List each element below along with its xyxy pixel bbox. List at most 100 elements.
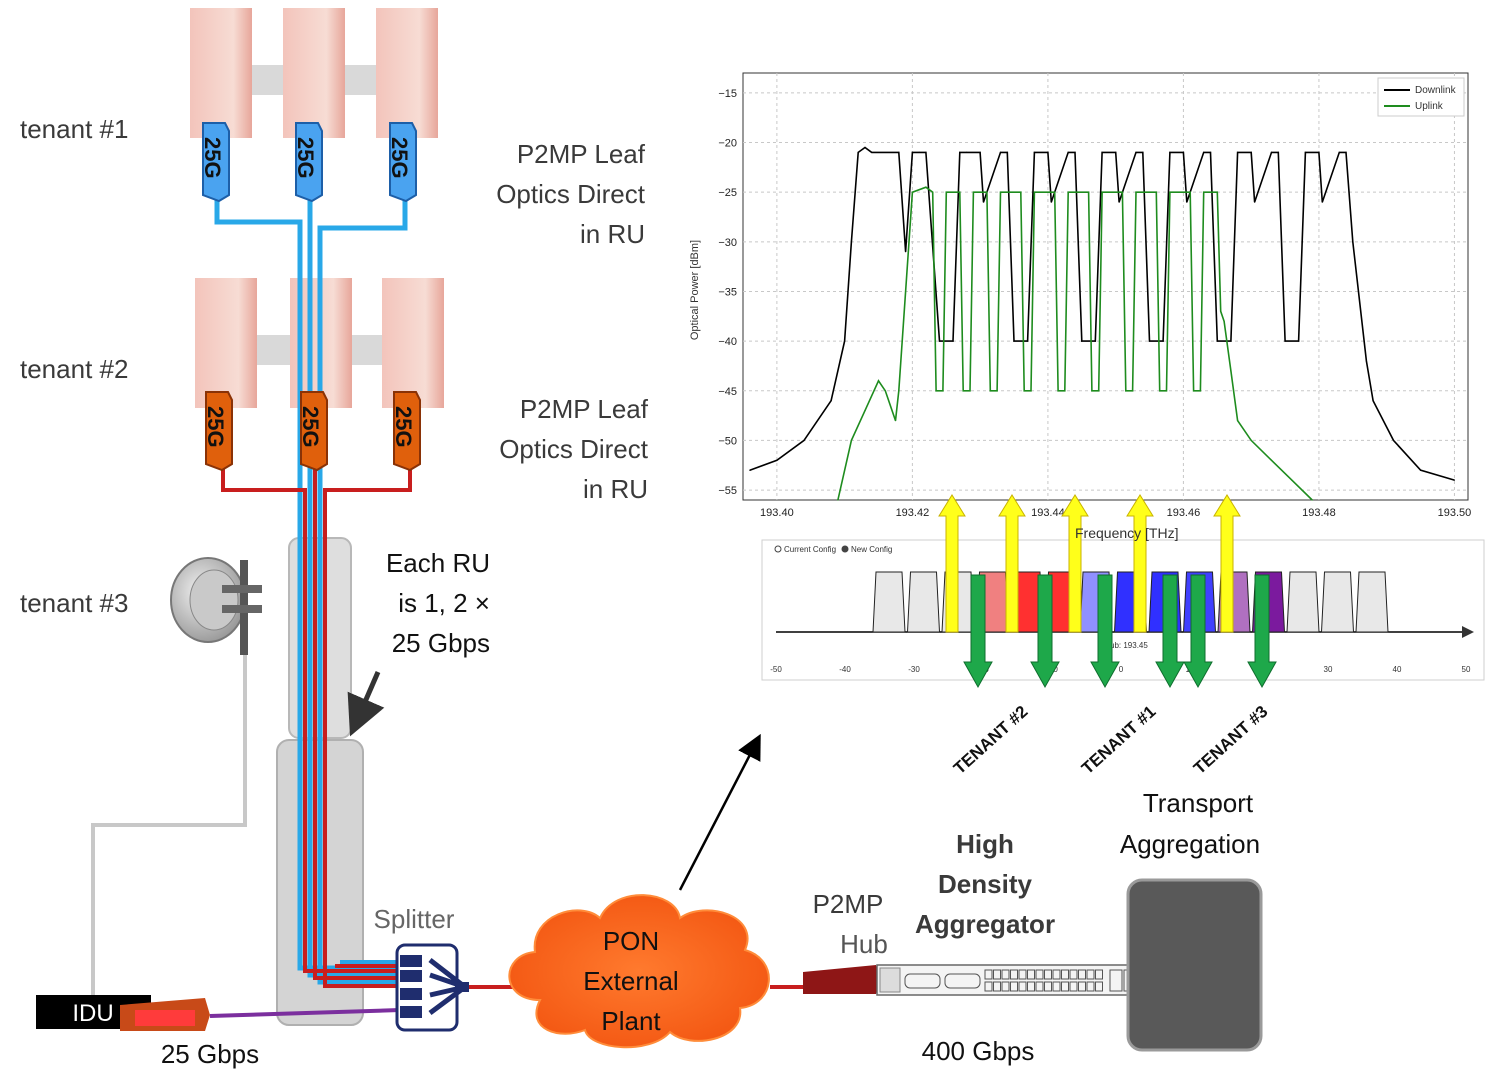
data-point [1033, 191, 1035, 193]
data-point [1345, 151, 1347, 153]
channel-slot [1286, 571, 1320, 633]
uplink-arrow [1126, 494, 1154, 633]
y-tick-label: −50 [718, 435, 737, 447]
data-point [932, 191, 934, 193]
tenant1-radio-units [190, 8, 438, 138]
data-point [1006, 151, 1008, 153]
leaf-label-2b: Optics Direct [499, 434, 649, 464]
uplink-arrow [998, 494, 1026, 633]
data-point [966, 151, 968, 153]
data-point [911, 151, 914, 153]
data-point [1392, 439, 1395, 441]
data-point [1081, 340, 1083, 342]
optic-label: 25G [293, 137, 318, 179]
data-point [1230, 340, 1232, 342]
data-point [1033, 151, 1035, 153]
series-line-uplink [837, 186, 1313, 501]
pon-label-2: External [583, 966, 678, 996]
data-point [1091, 390, 1093, 392]
downlink-arrow [1155, 574, 1185, 689]
data-point [1132, 390, 1134, 392]
x-tick-label: 193.42 [896, 507, 930, 519]
data-point [1064, 390, 1066, 392]
optic-label: 25G [298, 406, 323, 448]
data-point [999, 151, 1002, 153]
data-point [962, 390, 964, 392]
data-point [1155, 191, 1157, 193]
data-point [1067, 151, 1069, 153]
y-tick-label: −20 [718, 138, 737, 150]
data-point [1067, 191, 1069, 193]
y-tick-label: −15 [718, 88, 737, 100]
optic-25g-t2-2: 25G [298, 391, 328, 472]
x-tick-label: 193.46 [1167, 507, 1201, 519]
data-point [1365, 360, 1367, 362]
optic-label: 25G [203, 406, 228, 448]
strip-tick: 0 [1119, 665, 1124, 674]
data-point [850, 439, 853, 441]
data-point [959, 191, 961, 193]
legend-downlink: Downlink [1415, 85, 1457, 96]
aggregator-label-2: Density [938, 869, 1032, 899]
downlink-arrow [963, 574, 993, 689]
ru-note-3: 25 Gbps [392, 628, 490, 658]
spectrum-tenant1-label: TENANT #1 [1078, 702, 1160, 778]
optic-25g-t2-1: 25G [203, 391, 233, 472]
hub-frequency-label: ub: 193.45 [1110, 641, 1148, 650]
data-point [844, 340, 846, 342]
data-point [996, 390, 998, 392]
data-point [1352, 241, 1354, 243]
data-point [1291, 479, 1293, 481]
data-point [864, 146, 866, 149]
p2mp-hub-optic [803, 965, 880, 994]
aggregator-label-3: Aggregator [915, 909, 1055, 939]
pon-to-spectrum-arrow [678, 733, 761, 891]
data-point [1250, 151, 1252, 153]
data-point [1047, 151, 1049, 153]
channel-plan-panel: Current Config New Config -50-40-30-20-1… [761, 539, 1485, 681]
aggregator-rate-label: 400 Gbps [922, 1036, 1035, 1066]
data-point [1101, 191, 1103, 193]
data-point [1318, 151, 1320, 153]
data-point [1189, 191, 1191, 193]
channel-slot [1320, 571, 1355, 633]
data-point [1237, 420, 1239, 422]
data-point [1304, 151, 1306, 153]
data-point [1148, 340, 1151, 342]
strip-tick: 30 [1324, 665, 1333, 674]
optic-label: 25G [200, 137, 225, 179]
idu-rate-label: 25 Gbps [161, 1039, 259, 1069]
x-tick-label: 193.50 [1438, 507, 1472, 519]
leaf-label-2c: in RU [583, 474, 648, 504]
data-point [1135, 191, 1137, 193]
data-point [1013, 340, 1015, 342]
data-point [1057, 390, 1059, 392]
data-point [1159, 390, 1161, 392]
data-point [925, 186, 927, 188]
idu-unit: IDU [36, 995, 210, 1031]
data-point [1203, 191, 1205, 193]
data-point [942, 390, 944, 392]
data-point [1030, 390, 1032, 392]
data-point [1453, 479, 1455, 481]
aggregator-label-1: High [956, 829, 1014, 859]
pon-cloud-icon [508, 894, 770, 1049]
data-point [982, 201, 985, 203]
data-point [1220, 310, 1222, 312]
optic-25g-t1-3: 25G [387, 122, 417, 203]
strip-tick: 40 [1393, 665, 1402, 674]
pon-label-3: Plant [601, 1006, 661, 1036]
splitter-label: Splitter [374, 904, 455, 934]
optic-label: 25G [391, 406, 416, 448]
tenant3-label: tenant #3 [20, 588, 128, 618]
uplink-arrow [938, 494, 966, 633]
data-point [986, 191, 988, 193]
legend-current-config: Current Config [784, 545, 836, 554]
data-point [1135, 151, 1137, 153]
data-point [1094, 340, 1096, 342]
ru-note-arrow [347, 671, 385, 737]
data-point [1125, 390, 1127, 392]
chart-ylabel: Optical Power [dBm] [689, 240, 701, 340]
splitter-icon [395, 943, 469, 1032]
